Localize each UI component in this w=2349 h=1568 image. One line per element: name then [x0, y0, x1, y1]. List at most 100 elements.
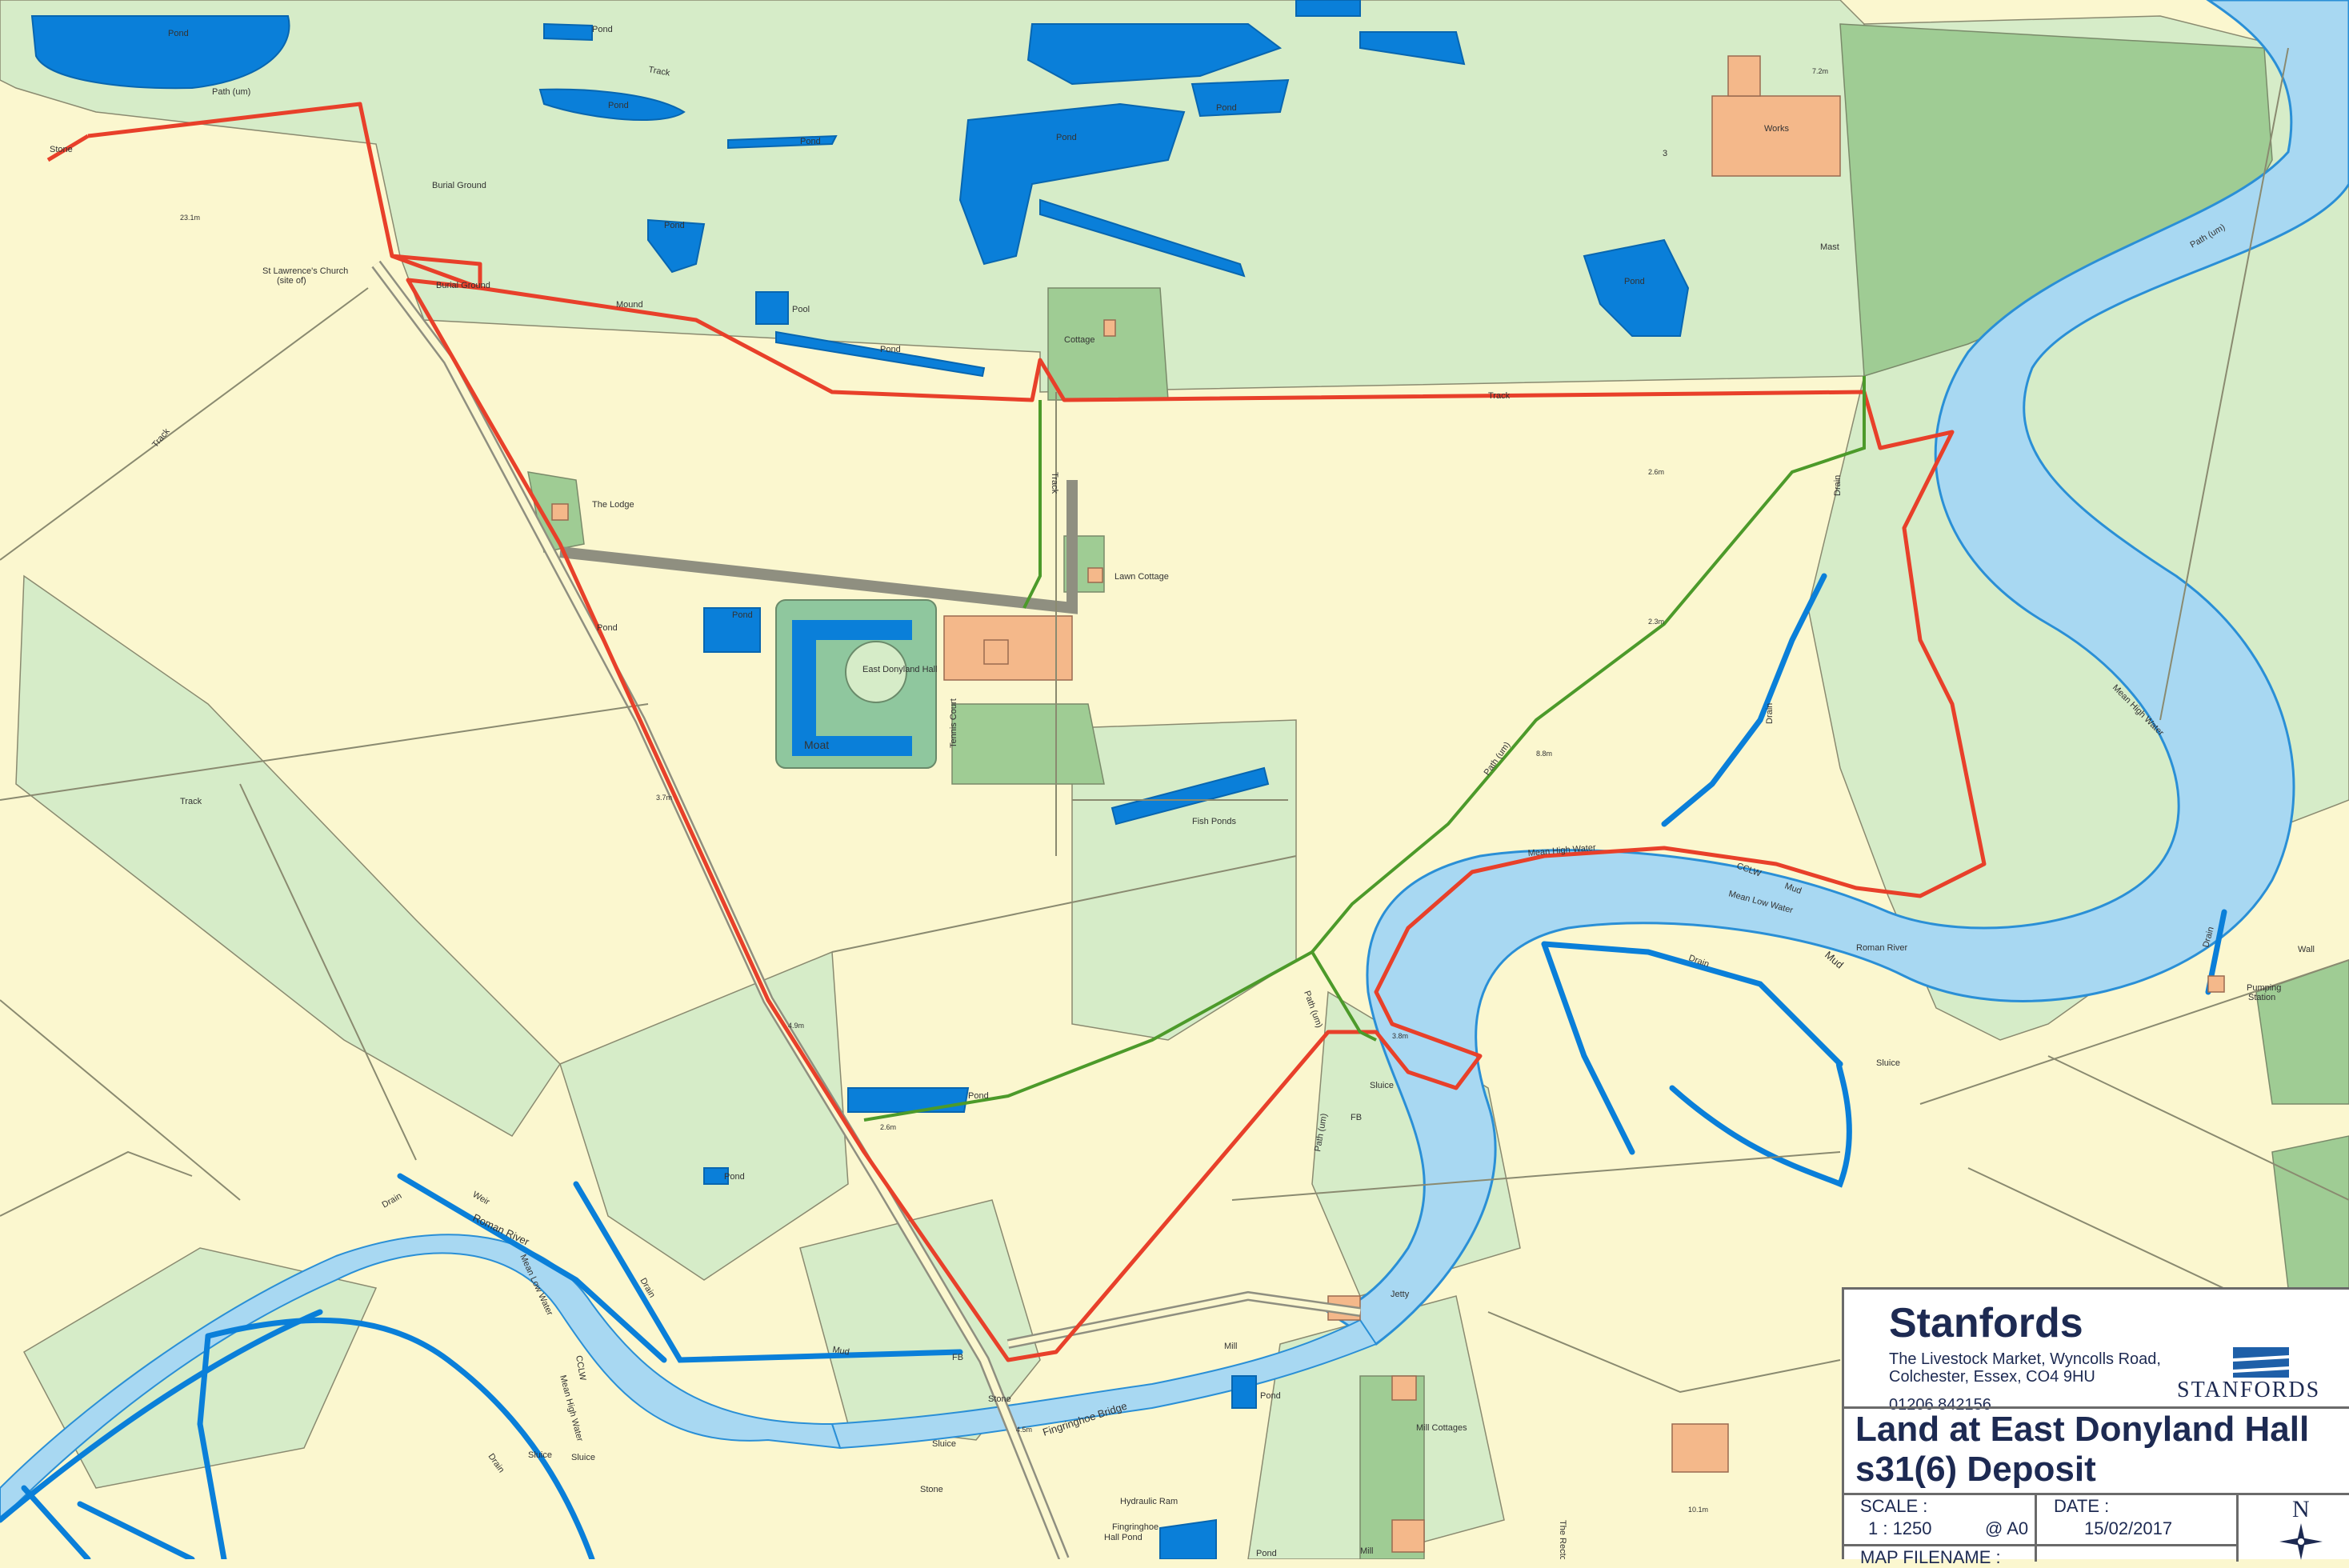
label-stone-s2: Stone	[920, 1485, 943, 1494]
label-track-sw: Track	[180, 797, 202, 806]
label-station: Station	[2248, 993, 2275, 1002]
divider	[1844, 1493, 2349, 1495]
divider	[2035, 1493, 2037, 1562]
label-pond-long: Pond	[880, 345, 901, 354]
label-pond-e: Pond	[664, 221, 685, 230]
map-title: Land at East Donyland Hall	[1855, 1410, 2310, 1449]
map-subtitle: s31(6) Deposit	[1855, 1450, 2096, 1489]
label-mill-cottages: Mill Cottages	[1416, 1423, 1467, 1433]
label-pond-mill: Pond	[1260, 1391, 1281, 1401]
label-hydraulic-ram: Hydraulic Ram	[1120, 1497, 1178, 1506]
label-pond-lake: Pond	[1624, 277, 1645, 286]
label-burial-1: Burial Ground	[432, 181, 486, 190]
ponds	[30, 0, 1690, 1559]
filename-label: MAP FILENAME :	[1860, 1547, 2001, 1567]
label-pond-sw: Pond	[724, 1172, 745, 1182]
label-track-top: Track	[647, 65, 670, 78]
title-block: Stanfords The Livestock Market, Wyncolls…	[1842, 1287, 2349, 1567]
label-fish-ponds: Fish Ponds	[1192, 817, 1237, 826]
scale-value: 1 : 1250	[1868, 1518, 1932, 1538]
scale-label: SCALE :	[1860, 1496, 1928, 1516]
label-mud3: Mud	[831, 1345, 850, 1358]
drains	[0, 573, 2227, 1559]
address-line-1: The Livestock Market, Wyncolls Road,	[1889, 1350, 2161, 1368]
north-label: N	[2292, 1496, 2310, 1522]
label-pond-lower: Pond	[1256, 1549, 1277, 1558]
compass-rose-icon	[2279, 1523, 2323, 1560]
label-pond-nw: Pond	[168, 29, 189, 38]
address-line-2: Colchester, Essex, CO4 9HU	[1889, 1368, 2095, 1386]
label-path-nw: Path (um)	[212, 87, 250, 97]
date-value: 15/02/2017	[2084, 1518, 2173, 1538]
label-fb2: FB	[952, 1353, 963, 1362]
label-number-3: 3	[1663, 149, 1667, 158]
tidal-river	[0, 0, 2349, 1522]
date-label: DATE :	[2054, 1496, 2110, 1516]
company-name: Stanfords	[1889, 1300, 2083, 1346]
label-pond-right: Pond	[800, 137, 821, 146]
company-phone: 01206 842156	[1889, 1396, 1991, 1414]
label-elev4: 3.7m	[656, 794, 672, 802]
label-pumping: Pumping	[2247, 983, 2281, 993]
label-works: Works	[1764, 124, 1789, 134]
label-drain-ne: Drain	[1833, 475, 1843, 496]
label-pond-mid: Pond	[1216, 103, 1237, 113]
label-drain-e: Drain	[1765, 703, 1775, 724]
divider	[2236, 1493, 2239, 1562]
divider	[1844, 1544, 2236, 1546]
label-stone-s: Stone	[988, 1394, 1011, 1404]
label-elev8: 3.8m	[1392, 1032, 1408, 1040]
label-fb1: FB	[1351, 1113, 1362, 1122]
label-pond-hall: Pond	[732, 610, 753, 620]
red-boundary	[46, 102, 1987, 1362]
label-burial-2: Burial Ground	[436, 281, 490, 290]
label-rectory: The Rectory	[1558, 1520, 1567, 1559]
stanfords-logo-icon	[2233, 1347, 2289, 1378]
label-mast: Mast	[1820, 242, 1839, 252]
label-moat: Moat	[804, 738, 829, 751]
label-pond-big: Pond	[1056, 133, 1077, 142]
label-track-v: Track	[1050, 472, 1059, 494]
label-pond-top: Pond	[592, 25, 613, 34]
label-jetty: Jetty	[1391, 1290, 1410, 1299]
label-elev1: 23.1m	[180, 214, 200, 222]
company-address: The Livestock Market, Wyncolls Road, Col…	[1889, 1350, 2161, 1386]
label-elev7: 8.8m	[1536, 750, 1552, 758]
buildings	[551, 55, 2225, 1553]
label-sluice4: Sluice	[571, 1453, 595, 1462]
label-church-site: (site of)	[277, 276, 306, 286]
label-mill2: Mill	[1360, 1546, 1374, 1556]
paper-size: @ A0	[1985, 1518, 2029, 1538]
logo-wordmark: STANFORDS	[2177, 1378, 2321, 1402]
label-hall: East Donyland Hall	[862, 665, 938, 674]
label-elev3: 4.9m	[788, 1022, 804, 1030]
label-elev6: 7.2m	[1812, 67, 1828, 75]
label-cclw2: CCLW	[574, 1354, 587, 1382]
label-lodge: The Lodge	[592, 500, 634, 510]
label-sluice1: Sluice	[1370, 1081, 1394, 1090]
label-church: St Lawrence's Church	[262, 266, 348, 276]
label-sluice5: Sluice	[932, 1439, 956, 1449]
label-sluice3: Sluice	[528, 1450, 552, 1460]
label-fingringhoe: Fingringhoe	[1112, 1522, 1158, 1532]
label-stone-nw: Stone	[50, 145, 73, 154]
label-tennis: Tennis Court	[949, 698, 958, 748]
pond-nw	[30, 15, 290, 90]
label-elev10: 2.3m	[1648, 618, 1664, 626]
label-elev5: 2.6m	[880, 1123, 896, 1131]
label-mill: Mill	[1224, 1342, 1238, 1351]
label-elev2: 2.6m	[1648, 468, 1664, 476]
label-pond-top2: Pond	[608, 101, 629, 110]
label-pond-south: Pond	[968, 1091, 989, 1101]
label-mound: Mound	[616, 300, 643, 310]
label-sluice2: Sluice	[1876, 1058, 1900, 1068]
label-hall-pond: Hall Pond	[1104, 1533, 1142, 1542]
label-elev9: 4.5m	[1016, 1426, 1032, 1434]
label-wall: Wall	[2298, 945, 2315, 954]
green-path	[863, 376, 1866, 1122]
label-track-mid: Track	[1488, 391, 1511, 401]
label-lawn-cottage: Lawn Cottage	[1114, 572, 1169, 582]
field-boundaries	[0, 47, 2349, 1394]
label-pond-west: Pond	[597, 623, 618, 633]
moat	[775, 599, 937, 769]
